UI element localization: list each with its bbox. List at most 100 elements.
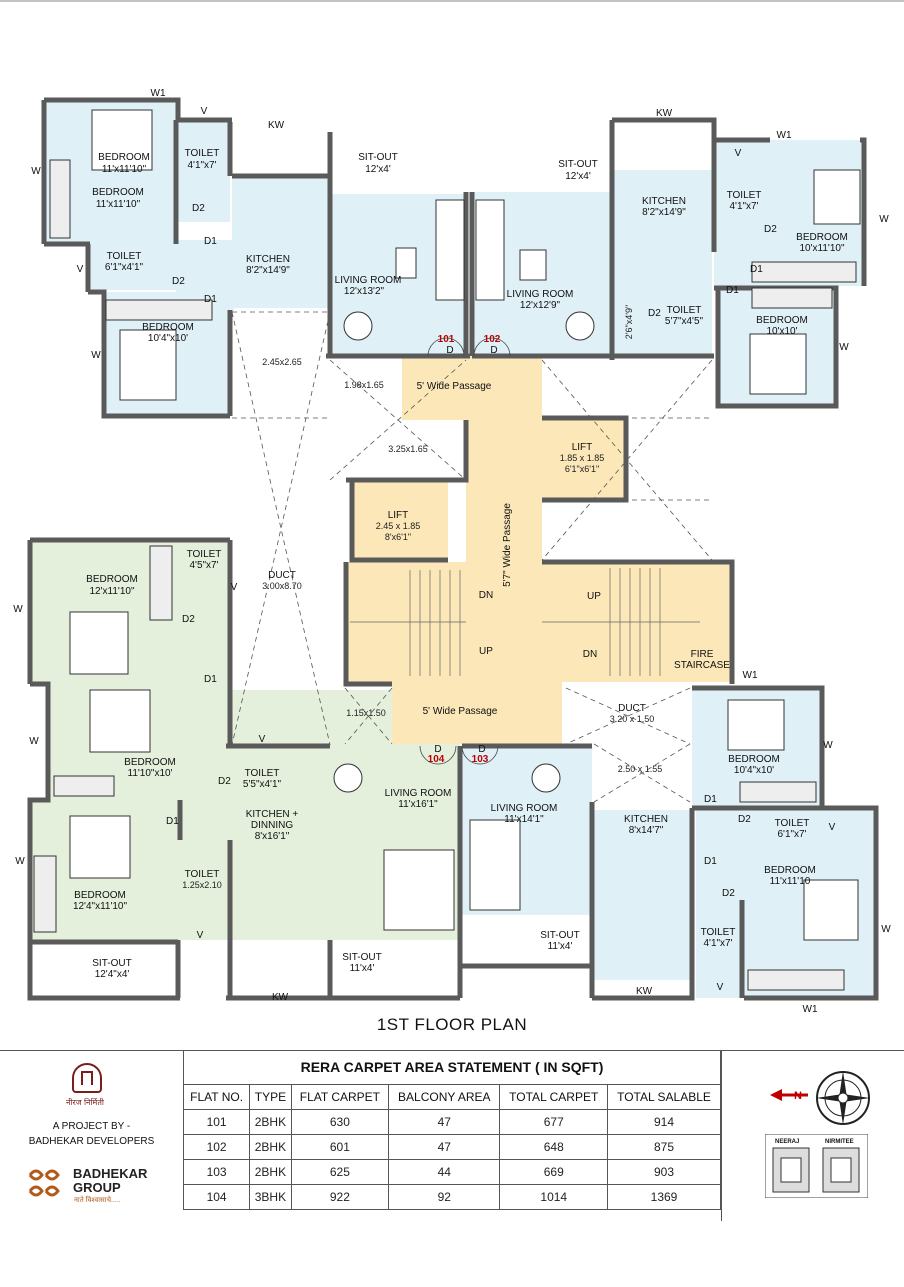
col-balcony-area: BALCONY AREA [388,1084,501,1110]
dim-325-165: 3.25x1.65 [388,444,428,454]
flat-104-toilet2-label: TOILET [245,768,280,779]
cell: 914 [607,1109,721,1135]
flat-101-number: 101 [438,334,455,345]
duct-main-label: DUCT [268,570,296,581]
window-w-104a: W [13,604,23,615]
flat-103-kitchen-label: KITCHEN [624,814,668,825]
badhekar-tagline: नाते विश्वासाचे..... [74,1197,121,1204]
flat-102-labels: SIT-OUT 12'x4' LIVING ROOM 12'x12'9" KIT… [484,159,848,345]
flat-101-bedroom-center-label: BEDROOM [92,187,144,198]
col-flat-no: FLAT NO. [182,1084,251,1110]
duct-right-size: 3.20 x 1.50 [610,714,655,724]
flat-101-toilet1-size: 4'1"x7' [187,160,216,171]
flat-102-bedroom1-size: 10'x11'10" [800,243,845,254]
table-row: 102 2BHK 601 47 648 875 [182,1134,721,1160]
walls [27,97,879,1001]
duct-main-size: 3.00x8.70 [262,581,302,591]
window-w-101a: W [31,166,41,177]
flat-101-kitchen-size: 8'2"x14'9" [246,265,290,276]
dim-245-265: 2.45x2.65 [262,357,302,367]
door-d2-103b: D2 [722,888,735,899]
flat-103-toilet1-size: 6'1"x7' [777,829,806,840]
window-w-104c: W [15,856,25,867]
flat-102-bedroom2-size: 10'x10' [766,326,797,337]
cell: 1014 [499,1184,609,1210]
cell: 101 [182,1109,251,1135]
flat-104-living-label: LIVING ROOM [385,788,452,799]
lift-left-size: 2.45 x 1.85 [376,521,421,531]
cell: 3BHK [249,1184,292,1210]
cell: 903 [607,1159,721,1185]
flat-104-bedroom1-label: BEDROOM [86,574,138,585]
cell: 677 [499,1109,609,1135]
door-d-102: D [490,345,497,356]
window-w1-103b: W1 [803,1004,818,1015]
flat-101-living-size: 12'x13'2" [344,286,385,297]
cell: 92 [388,1184,501,1210]
flat-102-bedroom2-label: BEDROOM [756,315,808,326]
door-d-103: D [478,744,485,755]
door-d2-103a: D2 [738,814,751,825]
door-d1-101a: D1 [204,236,217,247]
flat-103-labels: LIVING ROOM 11'x14'1" SIT-OUT 11'x4' KIT… [472,754,816,952]
flat-102-toilet2-size: 5'7"x4'5" [665,316,704,327]
flat-102-toilet1-label: TOILET [727,190,762,201]
stair-right-up: UP [587,591,601,602]
door-d2-104b: D2 [218,776,231,787]
lift-right-label: LIFT [572,442,593,453]
orientation-panel [721,1051,904,1221]
flat-104-living-size: 11'x16'1" [398,799,438,810]
flat-104-kitchen-size: 8'x16'1" [255,831,290,842]
cell: 44 [388,1159,501,1185]
flat-104-sitout1-size: 12'4"x4' [95,969,130,980]
flat-103-kitchen-size: 8'x14'7" [629,825,664,836]
table-row: 103 2BHK 625 44 669 903 [182,1159,721,1185]
window-v-103b: V [717,982,724,993]
door-d2-104a: D2 [182,614,195,625]
door-d-104: D [434,744,441,755]
staircases [350,568,700,676]
window-markers: W1 V KW W V W KW W1 V W W W V W V W V KW… [13,88,891,1015]
flat-102-toilet1-size: 4'1"x7' [729,201,758,212]
window-w-104b: W [29,736,39,747]
flat-104-toilet1-label: TOILET [187,549,222,560]
cell: 875 [607,1134,721,1160]
developer-name: BADHEKAR DEVELOPERS [28,1136,155,1147]
flat-103-living-size: 11'x14'1" [504,814,544,825]
flat-101-labels: BEDROOM 11'x11'10" BEDROOM 11'x11'10" TO… [92,148,455,345]
cell: 104 [182,1184,251,1210]
passage-bottom-label: 5' Wide Passage [423,706,498,717]
flat-101-sitout-size: 12'x4' [365,164,391,175]
flat-103-toilet1-label: TOILET [775,818,810,829]
floor-plan-drawing: BEDROOM 11'x11'10" BEDROOM 11'x11'10" TO… [0,0,904,1015]
badhekar-logo-icon [28,1169,60,1197]
stair-right-dn: DN [583,649,597,660]
furniture [33,109,861,991]
flat-101-bedroom2-size: 10'4"x10' [148,333,188,344]
flat-101-sitout-label: SIT-OUT [358,152,397,163]
door-d1-103a: D1 [704,794,717,805]
stair-left-up: UP [479,646,493,657]
project-by-label: A PROJECT BY - [52,1121,131,1132]
flat-103-bedroom2-size: 11'x11'10 [770,876,811,887]
dim-250-155: 2.50 x 1.55 [618,764,663,774]
window-v-103a: V [829,822,836,833]
window-v-102: V [735,148,742,159]
rera-table: FLAT NO. TYPE FLAT CARPET BALCONY AREA T… [182,1084,721,1210]
window-w1-101: W1 [151,88,166,99]
flat-102-living-label: LIVING ROOM [507,289,574,300]
north-label: N [794,1090,802,1102]
rera-statement: RERA CARPET AREA STATEMENT ( IN SQFT) FL… [182,1051,721,1210]
stair-left-dn: DN [479,590,493,601]
flat-103-toilet2-size: 4'1"x7' [703,938,732,949]
door-d1-104b: D1 [166,816,179,827]
flat-102-kitchen-label: KITCHEN [642,196,686,207]
flat-104-sitout2-label: SIT-OUT [342,952,381,963]
col-type: TYPE [249,1084,292,1110]
badhekar-name-line1: BADHEKAR [73,1166,148,1181]
badhekar-group-name: BADHEKAR GROUP [73,1167,147,1195]
door-d1-102a: D1 [750,264,763,275]
flat-102-sitout-size: 12'x4' [565,171,591,182]
flat-102-toilet2-label: TOILET [667,305,702,316]
key-plan-icon: NEERAJ NIRMITEE [765,1134,868,1198]
